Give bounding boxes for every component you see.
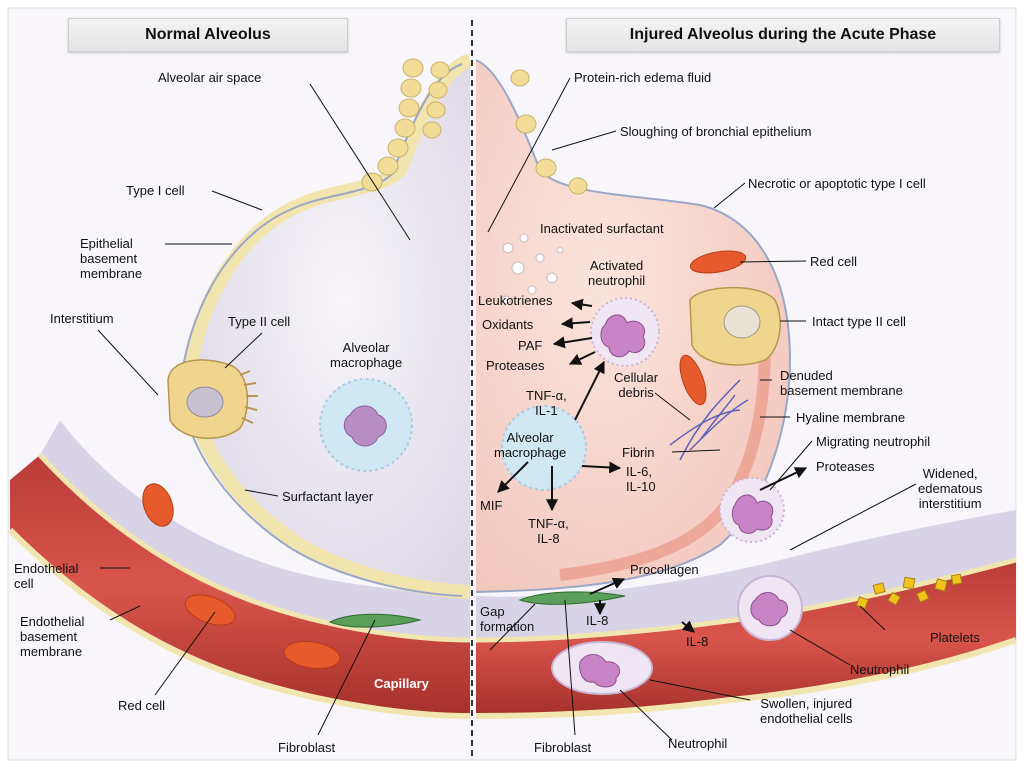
label-il8-b: IL-8	[686, 634, 709, 649]
label-neutrophil-2: Neutrophil	[668, 736, 728, 751]
fibroblast-right	[518, 591, 626, 605]
label-intact-type-ii: Intact type II cell	[812, 314, 906, 329]
right-panel-title: Injured Alveolus during the Acute Phase	[566, 18, 1000, 52]
label-fibrin: Fibrin	[622, 445, 655, 460]
neutrophils-capillary	[551, 575, 803, 695]
red-cells-left	[142, 483, 341, 669]
label-necrotic-type-i: Necrotic or apoptotic type I cell	[748, 176, 926, 191]
label-fibroblast-right: Fibroblast	[534, 740, 592, 755]
label-protein-rich-edema-fluid: Protein-rich edema fluid	[574, 70, 712, 85]
capillary-left	[10, 455, 470, 716]
inactivated-surfactant-bubbles	[501, 233, 564, 305]
signal-arrows	[497, 298, 808, 633]
label-denuded-basement-membrane: Denuded basement membrane	[780, 368, 903, 398]
label-capillary: Capillary	[374, 676, 429, 691]
label-cellular-debris: Cellular debris	[614, 370, 659, 400]
label-red-cell-right: Red cell	[810, 254, 857, 269]
label-paf: PAF	[518, 338, 543, 353]
label-gap-formation: Gap formation	[480, 604, 535, 634]
label-neutrophil: Neutrophil	[850, 662, 910, 677]
label-swollen-endothelial: Swollen, injured endothelial cells	[760, 696, 853, 726]
platelets-cluster	[855, 573, 963, 610]
alveolar-air-space-left	[189, 60, 470, 592]
label-hyaline-membrane: Hyaline membrane	[796, 410, 906, 425]
label-endothelial-cell: Endothelial cell	[14, 561, 79, 591]
label-il8-a: IL-8	[586, 613, 609, 628]
label-type-i-cell: Type I cell	[126, 183, 185, 198]
label-endothelial-basement-membrane: Endothelial basement membrane	[20, 614, 85, 659]
label-epithelial-basement-membrane: Epithelial basement membrane	[80, 236, 143, 281]
label-red-cell-left: Red cell	[118, 698, 165, 713]
label-activated-neutrophil: Activated neutrophil	[588, 258, 646, 288]
type-ii-cell-left	[167, 359, 258, 440]
migrating-neutrophil	[719, 477, 785, 543]
label-mif: MIF	[480, 498, 503, 513]
red-cells-right	[679, 250, 747, 406]
label-tnf-il1: TNF-α, IL-1	[526, 388, 567, 418]
sloughing-epithelium	[510, 69, 588, 195]
label-leukotrienes: Leukotrienes	[478, 293, 553, 308]
label-alveolar-air-space: Alveolar air space	[158, 70, 262, 85]
label-inactivated-surfactant: Inactivated surfactant	[540, 221, 664, 236]
fibrin-strands	[669, 379, 749, 461]
label-sloughing: Sloughing of bronchial epithelium	[620, 124, 812, 139]
label-procollagen: Procollagen	[630, 562, 699, 577]
label-fibroblast-left: Fibroblast	[278, 740, 336, 755]
label-proteases-2: Proteases	[816, 459, 875, 474]
label-oxidants: Oxidants	[482, 317, 534, 332]
alveolar-macrophage-left	[319, 378, 413, 472]
label-proteases: Proteases	[486, 358, 545, 373]
label-alveolar-macrophage-left: Alveolar macrophage	[330, 340, 403, 370]
alveolar-macrophage-right	[501, 405, 587, 491]
leader-lines-left	[97, 83, 411, 736]
label-tnf-il8: TNF-α, IL-8	[528, 516, 569, 546]
left-panel-title: Normal Alveolus	[68, 18, 348, 52]
interstitium-right	[476, 510, 1016, 640]
label-type-ii-cell: Type II cell	[228, 314, 291, 329]
label-widened-interstitium: Widened, edematous interstitium	[918, 466, 983, 511]
label-surfactant-layer: Surfactant layer	[282, 489, 374, 504]
intact-type-ii-cell	[689, 286, 781, 366]
label-migrating-neutrophil: Migrating neutrophil	[816, 434, 931, 449]
label-il6-il10: IL-6, IL-10	[626, 464, 656, 494]
label-interstitium: Interstitium	[50, 311, 114, 326]
label-alveolar-macrophage-right: Alveolar macrophage	[494, 430, 567, 460]
bronchial-epithelium-left	[361, 58, 450, 192]
activated-neutrophil	[590, 297, 660, 367]
label-platelets: Platelets	[930, 630, 980, 645]
